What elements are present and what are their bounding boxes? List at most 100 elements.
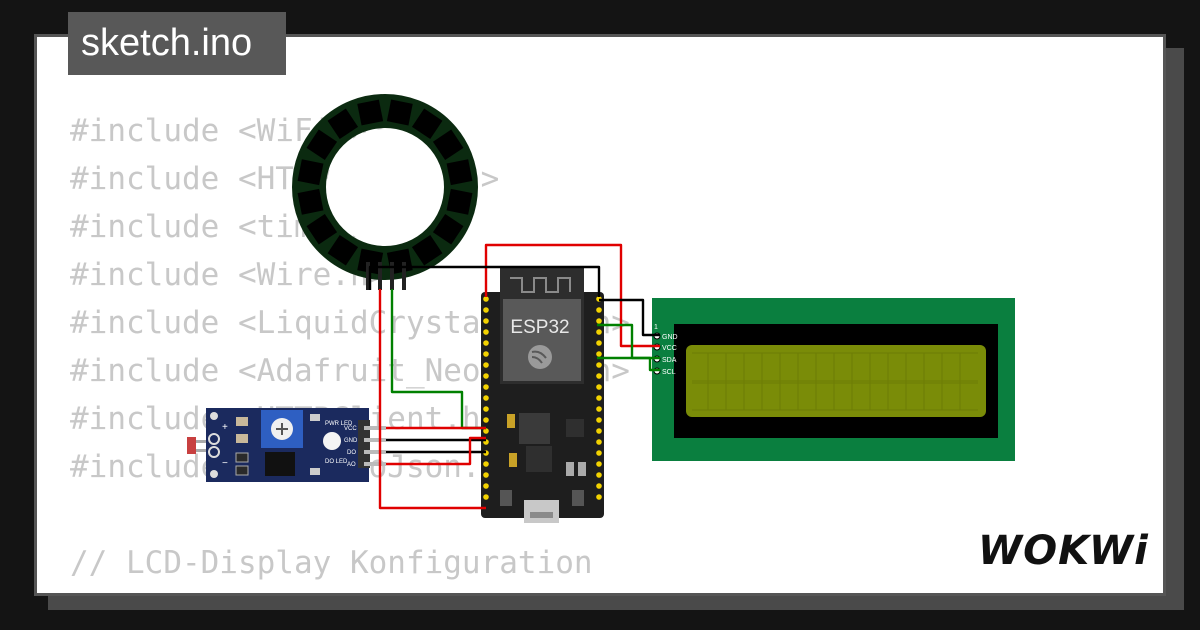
resistor — [236, 434, 248, 443]
header-pin — [596, 494, 602, 500]
lcd-display[interactable]: 1 GND VCC SDA SCL — [652, 298, 1015, 461]
voltage-regulator — [519, 413, 550, 444]
ring-led — [411, 108, 443, 140]
espressif-logo-mark — [531, 350, 547, 364]
sensor-pin-header — [358, 420, 370, 468]
ring-body — [292, 94, 478, 280]
header-pin — [483, 307, 489, 313]
smd-component — [566, 462, 574, 476]
sensor-pins — [364, 426, 386, 466]
code-line: // LCD-Display Konfiguration — [70, 545, 593, 581]
smd-component — [509, 453, 517, 467]
ring-led — [386, 99, 413, 126]
lcd-pin-label: SDA — [662, 357, 677, 364]
do-led-label: DO LED — [325, 459, 348, 465]
file-name-tab[interactable]: sketch.ino — [68, 12, 286, 75]
header-pin — [483, 406, 489, 412]
wire-sensor-ao — [386, 436, 486, 466]
smd-component — [310, 468, 320, 475]
comparator-chip — [265, 452, 295, 476]
header-pin — [483, 373, 489, 379]
resistor — [235, 452, 249, 463]
espressif-logo-icon — [528, 345, 552, 369]
header-pin — [596, 472, 602, 478]
header-pin — [596, 483, 602, 489]
esp32-label: ESP32 — [510, 317, 569, 338]
header-pin — [483, 318, 489, 324]
wokwi-logo[interactable]: WOKWi — [978, 528, 1149, 574]
smd-component — [310, 414, 320, 421]
header-pin — [596, 384, 602, 390]
smd-component — [578, 462, 586, 476]
header-pin — [483, 351, 489, 357]
lcd-char-grid — [692, 352, 978, 411]
lcd-pin1-label: 1 — [654, 324, 658, 331]
header-pin — [483, 417, 489, 423]
resistor — [235, 465, 249, 476]
sensor-pin-label: AO — [347, 462, 356, 468]
ldr-pad — [208, 446, 220, 458]
sensor-pin-label: VCC — [344, 426, 357, 432]
potentiometer-slot — [276, 423, 288, 435]
header-pin — [483, 384, 489, 390]
lcd-pin-label: VCC — [662, 345, 677, 352]
mount-hole — [210, 412, 218, 420]
header-pin — [483, 472, 489, 478]
esp32-right-pins — [596, 296, 602, 500]
pwr-led-label: PWR LED — [325, 421, 353, 427]
ring-led — [306, 213, 338, 245]
header-pin — [483, 461, 489, 467]
ring-led — [327, 108, 359, 140]
header-pin — [483, 362, 489, 368]
header-pin — [483, 483, 489, 489]
photoresistor-sensor-module[interactable]: + − PWR LED DO LED VCC GND DO AO — [187, 408, 386, 482]
ring-led — [357, 99, 384, 126]
wire-esp-gnd-ring-gnd — [368, 265, 601, 297]
neopixel-ring[interactable] — [292, 94, 478, 290]
header-pin — [596, 461, 602, 467]
header-pin — [483, 340, 489, 346]
wire-ring-din-esp — [390, 289, 486, 430]
wire-esp-vin-lcd-vcc — [484, 243, 660, 348]
header-pin — [483, 395, 489, 401]
ring-leds — [297, 99, 473, 275]
ring-led — [446, 188, 473, 215]
sensor-pin-label: DO — [347, 450, 356, 456]
header-pin — [596, 395, 602, 401]
lcd-pin-label: GND — [662, 334, 678, 341]
esp32-board[interactable]: ESP32 — [481, 268, 604, 523]
ring-hole — [327, 129, 443, 245]
ldr-pad — [208, 433, 220, 445]
sensor-minus-label: − — [222, 458, 228, 469]
ring-pins — [366, 262, 406, 290]
ring-led — [411, 234, 443, 266]
ring-led — [306, 129, 338, 161]
header-pin — [596, 307, 602, 313]
header-pin — [596, 450, 602, 456]
ring-led — [432, 129, 464, 161]
header-pin — [483, 428, 489, 434]
header-pin — [596, 439, 602, 445]
ldr-icon — [187, 437, 196, 454]
header-pin — [596, 428, 602, 434]
mount-hole — [210, 470, 218, 478]
header-pin — [596, 318, 602, 324]
en-button[interactable] — [500, 490, 512, 506]
header-pin — [596, 329, 602, 335]
micro-usb-opening — [530, 512, 553, 518]
ring-led — [297, 159, 324, 186]
ring-led — [446, 159, 473, 186]
resistor — [236, 417, 248, 426]
header-pin — [596, 406, 602, 412]
header-pin — [596, 417, 602, 423]
ring-led — [432, 213, 464, 245]
header-pin — [483, 296, 489, 302]
header-pin — [596, 351, 602, 357]
sensor-pin-label: GND — [344, 438, 358, 444]
sensor-plus-label: + — [222, 422, 228, 433]
lcd-pin-label: SCL — [662, 369, 676, 376]
wire-esp-sda-lcd-sda — [597, 323, 660, 360]
wires — [368, 243, 660, 510]
boot-button[interactable] — [572, 490, 584, 506]
